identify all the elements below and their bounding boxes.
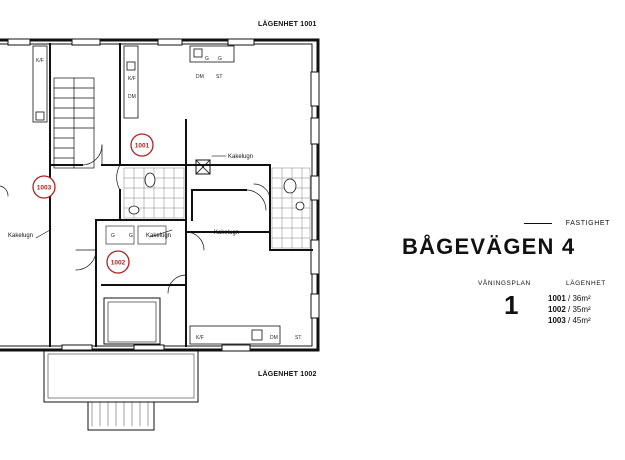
list-item: 1003 / 45m² [548, 315, 610, 326]
fixture-label: G [205, 56, 209, 62]
rule-divider [524, 223, 552, 224]
fixture-label: K/F [196, 335, 204, 341]
callout-kakelugn: Kakelugn [146, 233, 171, 239]
fixture-label: K/F [128, 76, 136, 82]
apartment-area: / 45m² [568, 316, 591, 325]
list-item: 1002 / 35m² [548, 304, 610, 315]
fixture-label: DM [196, 74, 204, 80]
fixture-label: ST [295, 335, 301, 341]
fixture-label: ST [216, 74, 222, 80]
apartment-area: / 36m² [568, 294, 591, 303]
property-name: BÅGEVÄGEN 4 [402, 234, 576, 259]
apartment-list: 1001 / 36m² 1002 / 35m² 1003 / 45m² [548, 293, 610, 326]
fixture-label: DM [270, 335, 278, 341]
callout-kakelugn: Kakelugn [228, 154, 253, 160]
callout-kakelugn: Kakelugn [8, 233, 33, 239]
property-label-row: FASTIGHET [524, 220, 610, 227]
fixture-label: G [129, 233, 133, 239]
room-number-1002: 1002 [111, 260, 126, 267]
fixture-label: G [111, 233, 115, 239]
apartment-area: / 35m² [568, 305, 591, 314]
property-label: FASTIGHET [565, 220, 610, 227]
apartment-label: LÄGENHET [566, 280, 606, 287]
floor-number: 1 [504, 290, 519, 320]
unit-label-bottom: LÄGENHET 1002 [258, 370, 317, 378]
unit-label-top: LÄGENHET 1001 [258, 20, 317, 28]
apartment-number: 1001 [548, 294, 566, 303]
fixture-label: G [218, 56, 222, 62]
room-number-1001: 1001 [135, 143, 150, 150]
apartment-number: 1003 [548, 316, 566, 325]
fixture-label: DM [128, 94, 136, 100]
apartment-number: 1002 [548, 305, 566, 314]
floor-label: VÅNINGSPLAN [478, 280, 531, 287]
list-item: 1001 / 36m² [548, 293, 610, 304]
callout-kakelugn: Kakelugn [214, 230, 239, 236]
fixture-label: K/F [36, 58, 44, 64]
room-number-1003: 1003 [37, 185, 52, 192]
